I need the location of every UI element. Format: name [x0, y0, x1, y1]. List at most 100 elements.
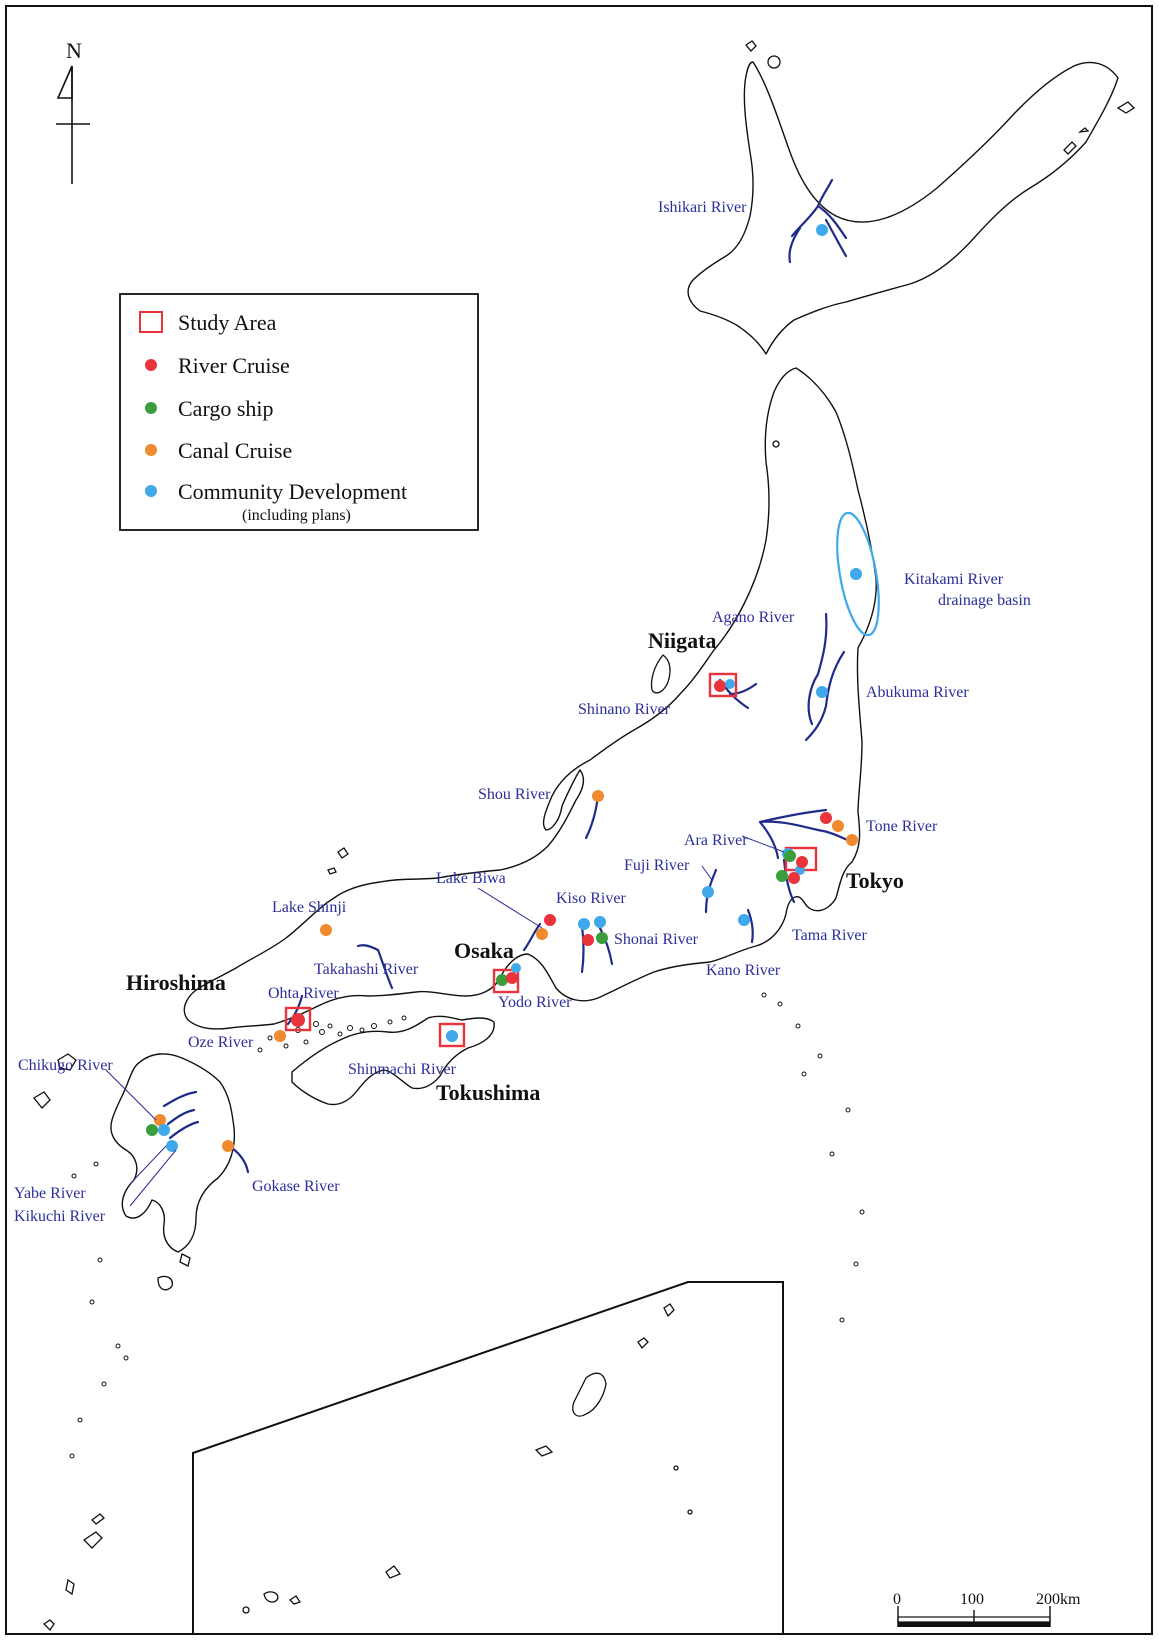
marker-river-cruise	[796, 856, 808, 868]
river-label-kitakami-2: drainage basin	[938, 592, 1031, 609]
marker-community	[738, 914, 750, 926]
legend-canal-label: Canal Cruise	[178, 438, 292, 463]
city-label-tokushima: Tokushima	[436, 1080, 540, 1105]
legend-community-note: (including plans)	[242, 507, 351, 524]
marker-river-cruise	[291, 1013, 305, 1027]
north-label: N	[66, 38, 82, 63]
river-label-shonai: Shonai River	[614, 931, 699, 948]
legend-study-area-swatch	[139, 311, 163, 333]
river-label-takahashi: Takahashi River	[314, 961, 419, 978]
marker-cargo	[146, 1124, 158, 1136]
marker-community	[158, 1124, 170, 1136]
marker-canal-cruise	[592, 790, 604, 802]
city-label-niigata: Niigata	[648, 628, 716, 653]
coastline-hokkaido	[687, 40, 1136, 355]
site-markers	[146, 224, 862, 1152]
okinawa-inset-frame	[192, 1281, 784, 1634]
marker-canal-cruise	[832, 820, 844, 832]
river-label-kano: Kano River	[706, 962, 781, 979]
marker-community	[816, 224, 828, 236]
southern-islands	[42, 1513, 105, 1632]
river-label-fuji: Fuji River	[624, 857, 690, 874]
marker-canal-cruise	[154, 1114, 166, 1126]
coastline-shikoku	[291, 1015, 495, 1106]
river-label-yabe: Yabe River	[14, 1185, 86, 1202]
river-label-oze: Oze River	[188, 1034, 254, 1051]
marker-river-cruise	[582, 934, 594, 946]
legend: Study Area River Cruise Cargo ship Canal…	[119, 293, 479, 531]
marker-cargo	[596, 932, 608, 944]
scale-label-200: 200km	[1036, 1591, 1081, 1608]
river-label-shou: Shou River	[478, 786, 551, 803]
marker-community	[725, 679, 735, 689]
river-label-kiso: Kiso River	[556, 890, 626, 907]
marker-cargo	[784, 850, 796, 862]
leader-lines	[105, 835, 785, 1207]
marker-community	[578, 918, 590, 930]
legend-cargo-swatch	[145, 402, 157, 414]
marker-canal-cruise	[320, 924, 332, 936]
river-label-lake-biwa: Lake Biwa	[436, 870, 506, 887]
legend-community-label: Community Development	[178, 479, 407, 504]
marker-community	[850, 568, 862, 580]
marker-community	[166, 1140, 178, 1152]
river-lines	[162, 178, 880, 1174]
study-area-hiroshima	[284, 1006, 312, 1032]
legend-community-swatch	[145, 485, 157, 497]
river-label-lake-shinji: Lake Shinji	[272, 899, 347, 916]
north-arrow: N	[56, 38, 90, 184]
river-label-shinano: Shinano River	[578, 701, 671, 718]
marker-community	[511, 963, 521, 973]
map-frame	[5, 5, 1153, 1635]
legend-canal-swatch	[145, 444, 157, 456]
scale-label-100: 100	[960, 1591, 984, 1608]
river-label-shinmachi: Shinmachi River	[348, 1061, 457, 1078]
river-label-ohta: Ohta River	[268, 985, 339, 1002]
river-label-yodo: Yodo River	[498, 994, 572, 1011]
river-label-tone: Tone River	[866, 818, 938, 835]
river-labels: Ishikari River Kitakami River drainage b…	[14, 199, 1031, 1225]
river-label-agano: Agano River	[712, 609, 795, 626]
coastline-kyushu	[33, 1053, 236, 1291]
marker-canal-cruise	[846, 834, 858, 846]
river-label-ara: Ara River	[684, 832, 748, 849]
scale-bar: 0 100 200km	[893, 1591, 1081, 1627]
marker-community	[816, 686, 828, 698]
river-label-gokase: Gokase River	[252, 1178, 340, 1195]
study-area-osaka	[492, 968, 520, 994]
legend-box	[119, 293, 479, 531]
marker-canal-cruise	[274, 1030, 286, 1042]
marker-river-cruise	[506, 972, 518, 984]
islands-scatter	[69, 992, 865, 1459]
city-label-tokyo: Tokyo	[846, 868, 904, 893]
marker-river-cruise	[544, 914, 556, 926]
marker-river-cruise	[788, 872, 800, 884]
city-labels: Niigata Tokyo Osaka Hiroshima Tokushima	[126, 628, 904, 1105]
river-label-kitakami-1: Kitakami River	[904, 571, 1004, 588]
marker-cargo	[496, 974, 508, 986]
river-label-tama: Tama River	[792, 927, 868, 944]
marker-river-cruise	[820, 812, 832, 824]
city-label-hiroshima: Hiroshima	[126, 970, 226, 995]
marker-cargo	[776, 870, 788, 882]
okinawa-islands	[242, 1303, 693, 1614]
marker-community	[702, 886, 714, 898]
legend-river-cruise-swatch	[145, 359, 157, 371]
scale-label-0: 0	[893, 1591, 901, 1608]
legend-study-area-label: Study Area	[178, 310, 277, 335]
study-area-tokushima	[438, 1022, 466, 1048]
river-label-ishikari: Ishikari River	[658, 199, 747, 216]
legend-river-cruise-label: River Cruise	[178, 353, 290, 378]
marker-river-cruise	[714, 680, 726, 692]
city-label-osaka: Osaka	[454, 938, 514, 963]
marker-canal-cruise	[222, 1140, 234, 1152]
river-label-abukuma: Abukuma River	[866, 684, 969, 701]
marker-canal-cruise	[536, 928, 548, 940]
coastline-honshu	[183, 367, 877, 1030]
study-area-niigata	[708, 672, 738, 698]
marker-community	[446, 1030, 458, 1042]
river-label-chikugo: Chikugo River	[18, 1057, 113, 1074]
marker-community	[594, 916, 606, 928]
legend-cargo-label: Cargo ship	[178, 396, 274, 421]
